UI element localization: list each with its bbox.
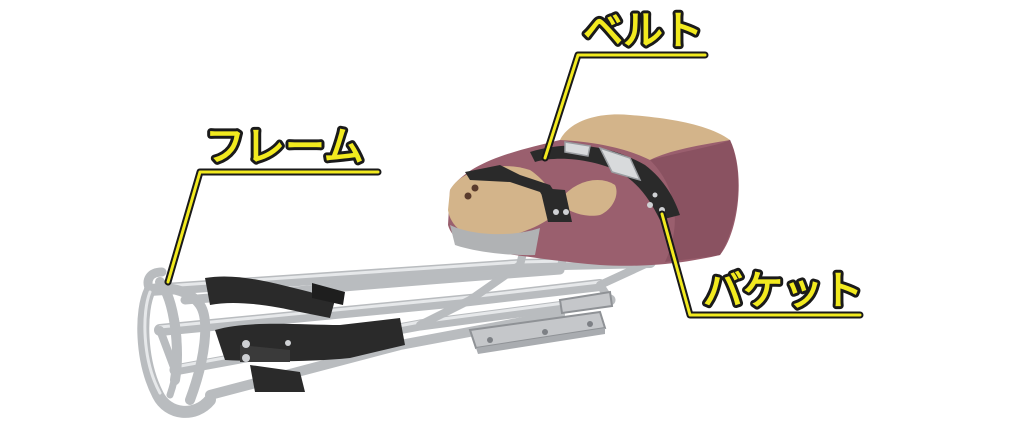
leg-straps [205, 276, 405, 392]
slider-plate [468, 290, 614, 354]
bucket-belts [465, 141, 680, 222]
belt-label: ベルト [583, 8, 703, 54]
frame-label: フレーム [205, 124, 364, 170]
leader-lines [164, 51, 864, 319]
frame-leader-line [164, 168, 382, 286]
bucket-seat [448, 114, 739, 266]
bucket-label: バケット [703, 268, 863, 314]
